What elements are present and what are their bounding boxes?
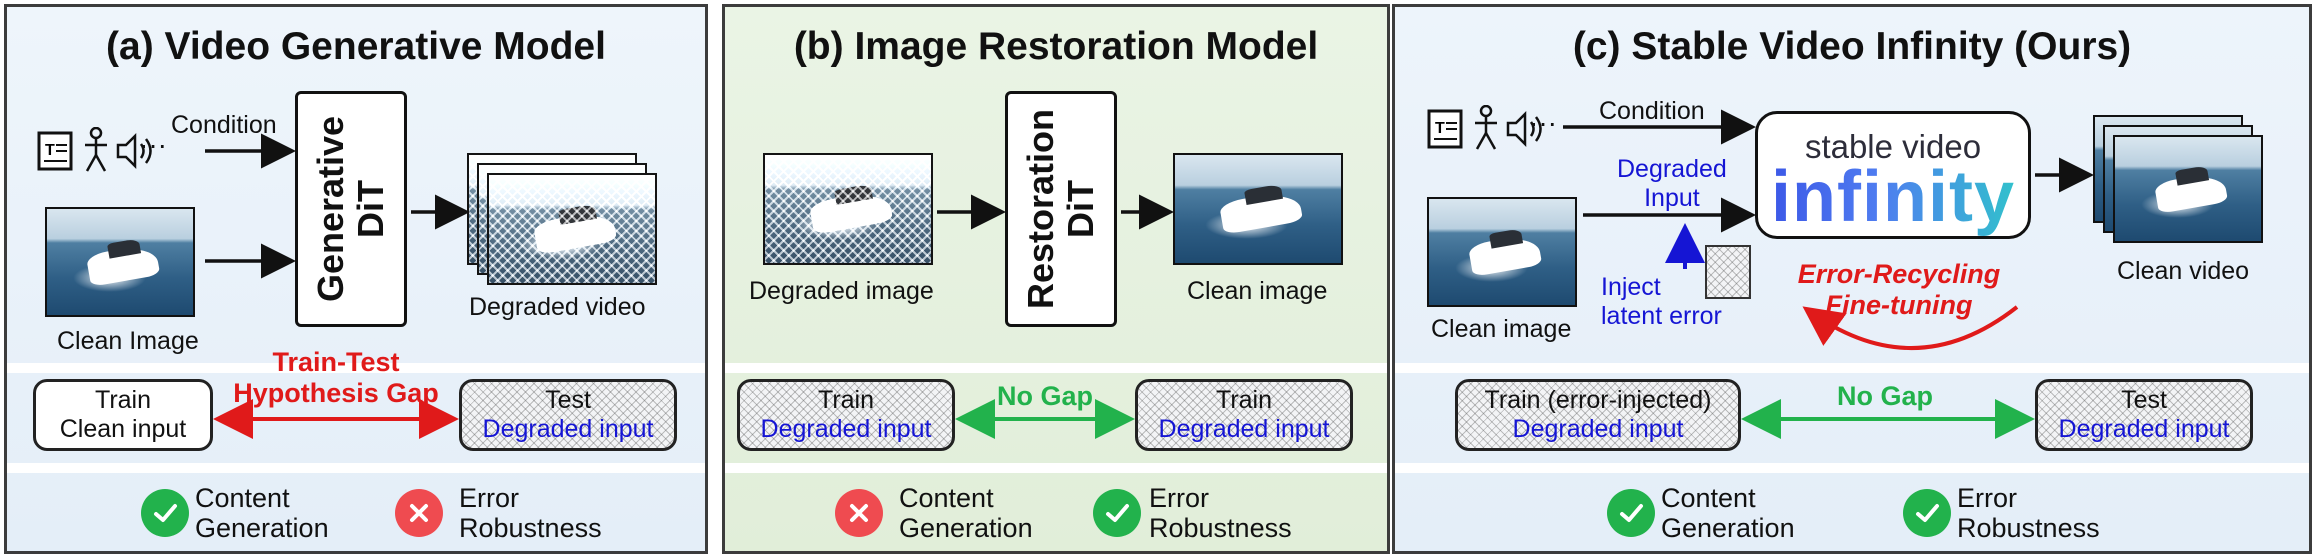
train-line2-right: Degraded input — [1158, 415, 1330, 443]
test-box: Test Degraded input — [2035, 379, 2253, 451]
latent-error-patch — [1705, 245, 1751, 299]
train-line1: Train — [94, 386, 152, 414]
train-line1: Train — [817, 386, 875, 414]
clean-image-label: Clean image — [1431, 315, 1572, 343]
gap-band — [1395, 363, 2309, 373]
clean-image-label: Clean image — [1187, 277, 1328, 305]
panel-c-arrows — [1563, 109, 2094, 439]
stable-video-infinity-model: stable video infinity — [1755, 111, 2031, 239]
degraded-image-thumbnail — [763, 153, 933, 265]
condition-label: Condition — [1599, 97, 1705, 125]
train-line2: Degraded input — [1512, 415, 1684, 443]
train-box: Train Degraded input — [737, 379, 955, 451]
model-big-label: infinity — [1758, 156, 2028, 238]
degraded-image-label: Degraded image — [749, 277, 934, 305]
check-icon — [1607, 489, 1655, 537]
test-line1: Test — [2121, 386, 2167, 414]
panel-a-arrows — [205, 133, 470, 439]
degraded-video-label: Degraded video — [469, 293, 646, 321]
dots: ··· — [1529, 107, 1557, 138]
test-line2: Degraded input — [2058, 415, 2230, 443]
test-line2: Degraded input — [482, 415, 654, 443]
result-band — [725, 463, 1387, 473]
panel-image-restoration-model: (b) Image Restoration Model Degraded ima… — [722, 4, 1390, 554]
result-band — [1395, 463, 2309, 473]
clean-video-label: Clean video — [2117, 257, 2250, 285]
gap-label-line1: Train-Test — [272, 347, 400, 377]
cross-icon — [395, 489, 443, 537]
condition-icons: T — [1427, 105, 1567, 155]
check-icon — [1903, 489, 1951, 537]
speaker-icon — [1506, 110, 1542, 148]
panel-video-generative-model: (a) Video Generative Model T ··· Conditi… — [4, 4, 708, 554]
panel-b-arrows — [937, 194, 1174, 439]
train-line2: Degraded input — [760, 415, 932, 443]
panel-c-title: (c) Stable Video Infinity (Ours) — [1572, 25, 2132, 68]
test-line1: Test — [545, 386, 591, 414]
train-box: Train Clean input — [33, 379, 213, 451]
clean-image-thumbnail — [45, 207, 195, 317]
panel-a-title: (a) Video Generative Model — [106, 25, 606, 68]
model-top-label: stable video — [1804, 128, 1982, 165]
clean-image-thumbnail — [1427, 197, 1577, 307]
train-line1: Train (error-injected) — [1484, 386, 1712, 414]
clean-image-thumbnail — [1173, 153, 1343, 265]
panel-stable-video-infinity: (c) Stable Video Infinity (Ours) T ··· C… — [1392, 4, 2312, 554]
degraded-video-frame-1 — [487, 173, 657, 285]
svg-text:T: T — [1435, 120, 1445, 137]
test-box: Test Degraded input — [459, 379, 677, 451]
person-icon — [85, 127, 107, 172]
clean-video-frame-1 — [2113, 135, 2263, 243]
clean-image-label: Clean Image — [57, 327, 199, 355]
condition-icons: T — [37, 127, 177, 177]
train-line2: Clean input — [59, 415, 187, 443]
result-band — [7, 463, 705, 473]
cross-icon — [835, 489, 883, 537]
train-box-right: Train Degraded input — [1135, 379, 1353, 451]
check-icon — [141, 489, 189, 537]
check-icon — [1093, 489, 1141, 537]
gap-band — [725, 363, 1387, 373]
speaker-icon — [116, 132, 152, 170]
gap-band — [7, 363, 705, 373]
dots: ··· — [139, 129, 167, 160]
person-icon — [1475, 105, 1497, 150]
train-box: Train (error-injected) Degraded input — [1455, 379, 1741, 451]
text-doc-icon: T — [1427, 109, 1463, 149]
text-doc-icon: T — [37, 131, 73, 171]
condition-label: Condition — [171, 111, 277, 139]
panel-b-title: (b) Image Restoration Model — [793, 25, 1319, 68]
train-line1-right: Train — [1215, 386, 1273, 414]
svg-text:T: T — [45, 142, 55, 159]
